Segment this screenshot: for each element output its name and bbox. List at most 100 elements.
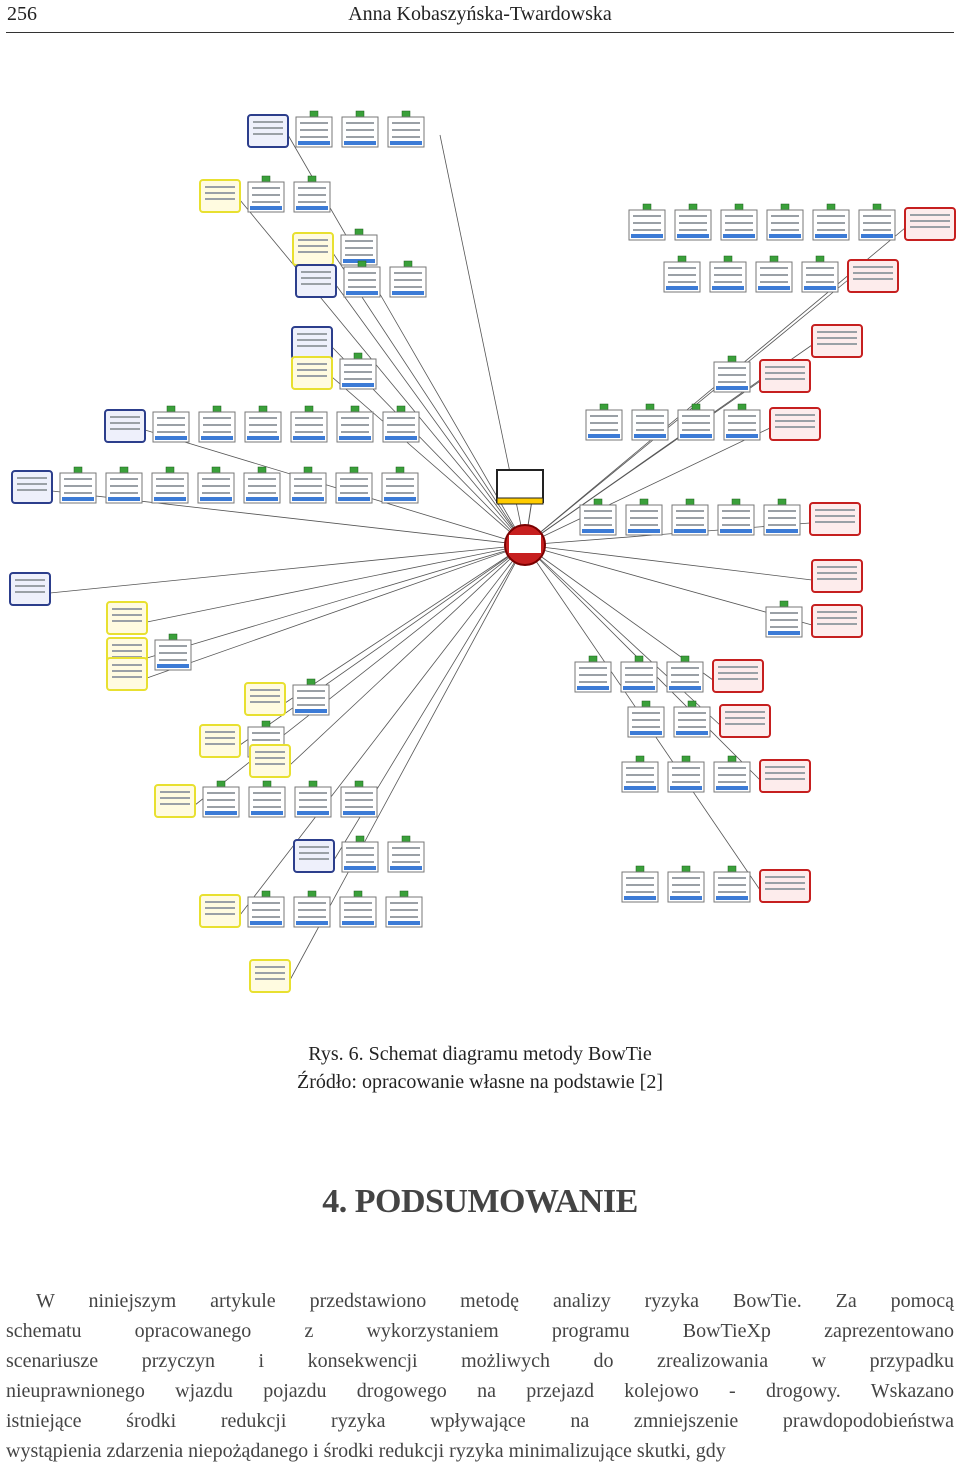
text-placeholder — [718, 774, 746, 776]
text-placeholder — [205, 913, 235, 915]
text-placeholder — [718, 767, 746, 769]
text-placeholder — [672, 877, 700, 879]
text-placeholder — [345, 247, 373, 249]
text-placeholder — [112, 620, 142, 622]
consequence-box — [759, 359, 811, 393]
text-placeholder — [806, 267, 834, 269]
text-placeholder — [817, 578, 857, 580]
text-placeholder — [626, 891, 654, 893]
barrier-tag — [577, 686, 609, 690]
text-placeholder — [159, 659, 187, 661]
text-placeholder — [345, 806, 373, 808]
text-placeholder — [817, 611, 857, 613]
barrier-tag — [634, 434, 666, 438]
barrier-tag — [861, 234, 893, 238]
text-placeholder — [668, 267, 696, 269]
text-placeholder — [249, 417, 277, 419]
barrier-tag — [669, 686, 701, 690]
text-placeholder — [714, 274, 742, 276]
text-placeholder — [672, 774, 700, 776]
text-placeholder — [297, 375, 327, 377]
barrier-tag — [631, 234, 663, 238]
text-placeholder — [299, 806, 327, 808]
text-placeholder — [255, 972, 285, 974]
connector-line — [239, 544, 526, 916]
text-placeholder — [341, 424, 369, 426]
text-placeholder — [392, 129, 420, 131]
text-placeholder — [346, 122, 374, 124]
barrier-tag — [344, 141, 376, 145]
section-title: 4. PODSUMOWANIE — [322, 1183, 638, 1220]
page-header: 256 Anna Kobaszyńska-Twardowska — [0, 0, 960, 34]
barrier-tag — [342, 921, 374, 925]
text-placeholder — [160, 803, 190, 805]
text-placeholder — [248, 492, 276, 494]
barrier-tag — [726, 434, 758, 438]
text-placeholder — [394, 286, 422, 288]
text-placeholder — [392, 854, 420, 856]
text-placeholder — [626, 774, 654, 776]
text-placeholder — [725, 717, 765, 719]
text-placeholder — [725, 711, 765, 713]
text-placeholder — [671, 667, 699, 669]
consequence-box — [904, 207, 956, 241]
text-placeholder — [770, 619, 798, 621]
text-placeholder — [345, 240, 373, 242]
text-placeholder — [714, 267, 742, 269]
text-placeholder — [910, 226, 950, 228]
connector-line — [524, 544, 813, 626]
text-placeholder — [255, 757, 285, 759]
barrier-tag — [588, 434, 620, 438]
text-placeholder — [297, 345, 327, 347]
text-placeholder — [770, 626, 798, 628]
text-placeholder — [255, 978, 285, 980]
text-placeholder — [765, 778, 805, 780]
connector-line — [524, 379, 761, 546]
text-placeholder — [817, 343, 857, 345]
body-paragraph: W niniejszym artykule przedstawiono meto… — [6, 1286, 954, 1466]
barrier-tag — [154, 497, 186, 501]
paragraph-line: schematu opracowanego z wykorzystaniem p… — [6, 1320, 954, 1342]
barrier-tag — [342, 383, 374, 387]
text-placeholder — [300, 136, 328, 138]
text-placeholder — [625, 681, 653, 683]
text-placeholder — [344, 371, 372, 373]
barrier-tag — [385, 436, 417, 440]
barrier-tag — [205, 811, 237, 815]
text-placeholder — [765, 378, 805, 380]
text-placeholder — [207, 806, 235, 808]
text-placeholder — [765, 876, 805, 878]
text-placeholder — [298, 245, 328, 247]
consequence-box — [759, 759, 811, 793]
text-placeholder — [298, 902, 326, 904]
text-placeholder — [17, 489, 47, 491]
barrier-tag — [769, 234, 801, 238]
text-placeholder — [341, 417, 369, 419]
text-placeholder — [248, 478, 276, 480]
text-placeholder — [341, 431, 369, 433]
connector-line — [331, 376, 526, 546]
text-placeholder — [348, 279, 376, 281]
escalation-box — [249, 744, 291, 778]
text-placeholder — [344, 902, 372, 904]
text-placeholder — [815, 515, 855, 517]
text-placeholder — [345, 792, 373, 794]
text-placeholder — [718, 678, 758, 680]
barrier-tag — [346, 291, 378, 295]
escalation-box — [249, 959, 291, 993]
text-placeholder — [718, 374, 746, 376]
text-placeholder — [806, 274, 834, 276]
text-placeholder — [863, 222, 891, 224]
text-placeholder — [299, 852, 329, 854]
text-placeholder — [625, 667, 653, 669]
text-placeholder — [636, 415, 664, 417]
barrier-tag — [677, 234, 709, 238]
consequence-box — [712, 659, 764, 693]
text-placeholder — [722, 510, 750, 512]
text-placeholder — [775, 420, 815, 422]
top-event-label-box — [509, 535, 541, 553]
text-placeholder — [722, 524, 750, 526]
connector-line — [335, 284, 526, 546]
text-placeholder — [157, 417, 185, 419]
text-placeholder — [714, 281, 742, 283]
